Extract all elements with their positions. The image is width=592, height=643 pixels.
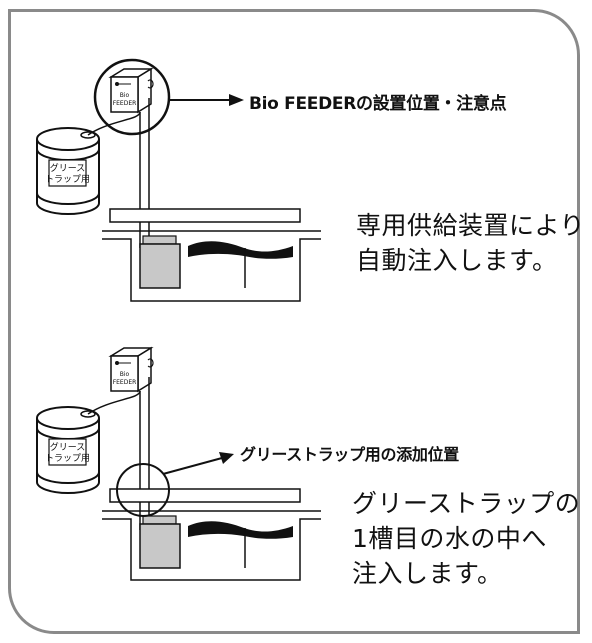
panel-frame: [8, 9, 580, 634]
callout-dosing-position: グリーストラップ用の添加位置: [240, 445, 460, 464]
feeder-label-top-1: Bio: [120, 92, 130, 99]
drum-label-top-1: グリース: [50, 162, 86, 174]
bottom-illustration: グリース トラップ用 Bio FEEDER: [36, 346, 321, 581]
description-bottom-line-3: 注入します。: [352, 559, 503, 588]
feeder-label-bottom-2: FEEDER: [113, 379, 137, 386]
bio-feeder-bottom: Bio FEEDER: [108, 346, 154, 393]
description-top: 専用供給装置により 自動注入します。: [356, 208, 585, 278]
callout-circle-top: [93, 58, 171, 136]
grease-drum-top: グリース トラップ用: [36, 127, 100, 215]
callout-feeder-placement: Bio FEEDERの設置位置・注意点: [249, 94, 507, 114]
top-illustration: グリース トラップ用 Bio FEEDER: [36, 58, 321, 302]
grease-trap-bottom: [102, 488, 321, 581]
feeder-label-bottom-1: Bio: [120, 371, 130, 378]
grease-trap-top: [102, 208, 321, 302]
drum-label-bottom-1: グリース: [50, 441, 86, 453]
description-bottom-line-2: 1槽目の水の中へ: [352, 524, 547, 553]
description-top-line-1: 専用供給装置により: [356, 211, 586, 240]
description-bottom: グリーストラップの 1槽目の水の中へ 注入します。: [352, 486, 580, 591]
bio-feeder-top: Bio FEEDER: [108, 67, 154, 114]
drum-label-top-2: トラップ用: [45, 174, 90, 185]
feeder-label-top-2: FEEDER: [113, 100, 137, 107]
grease-drum-bottom: グリース トラップ用: [36, 406, 100, 494]
drum-label-bottom-2: トラップ用: [45, 453, 90, 464]
callout-circle-bottom: [116, 463, 170, 517]
description-top-line-2: 自動注入します。: [356, 246, 558, 275]
description-bottom-line-1: グリーストラップの: [352, 489, 581, 518]
